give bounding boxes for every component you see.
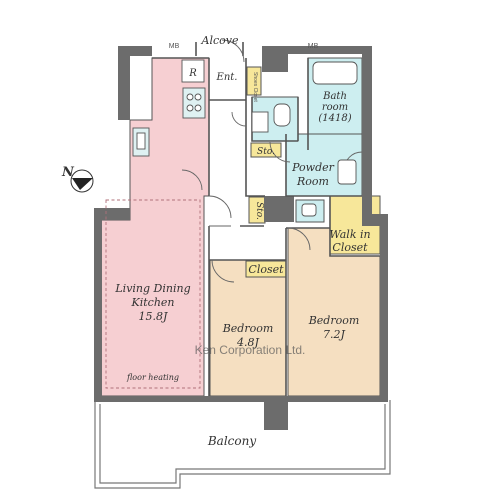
- bedroom-small-area-label: 4.8J: [236, 336, 259, 349]
- entrance-label: Ent.: [216, 72, 238, 83]
- walk-in-closet-label-line2: Closet: [332, 241, 368, 254]
- bedroom-large-label: Bedroom: [308, 314, 360, 327]
- bathroom-fixtures: [251, 61, 358, 217]
- bedroom-large-area-label: 7.2J: [323, 328, 345, 341]
- bedroom-small: [209, 259, 287, 397]
- storage-lower-label: Sto.: [254, 202, 264, 220]
- closet-label: Closet: [248, 263, 284, 276]
- powder-room-label-line1: Powder: [291, 161, 335, 174]
- north-label: N: [61, 165, 75, 180]
- north-arrow-icon: N: [61, 165, 94, 193]
- walk-in-closet-label-line1: Walk in: [329, 228, 370, 241]
- kitchen-fixtures: [132, 59, 206, 157]
- bathroom-label-line3: (1418): [318, 113, 351, 124]
- ldk-label-line2: Kitchen: [131, 296, 175, 309]
- alcove-label: Alcove: [201, 34, 239, 47]
- shoes-closet: [246, 66, 262, 96]
- storage-upper-label: Sto.: [257, 147, 275, 157]
- balcony: [94, 400, 391, 489]
- bedroom-small-label: Bedroom: [222, 322, 274, 335]
- powder-room-label-line2: Room: [296, 175, 329, 188]
- bathroom-label-line2: room: [322, 102, 348, 113]
- ldk-label-line1: Living Dining: [114, 282, 190, 295]
- partitions: [152, 42, 380, 396]
- bathroom-label-line1: Bath: [322, 91, 347, 102]
- floor-heating-label: floor heating: [126, 373, 179, 382]
- watermark: Ken Corporation Ltd.: [195, 343, 306, 357]
- refrigerator-label: R: [188, 68, 197, 79]
- balcony-label: Balcony: [207, 434, 256, 448]
- meter-box-right-label: MB: [308, 43, 319, 50]
- ldk-area-label: 15.8J: [139, 310, 168, 323]
- refrigerator-icon: R: [188, 68, 197, 79]
- floor-heating-zone: [105, 199, 201, 389]
- meter-box-left-label: MB: [169, 43, 180, 50]
- walls: [94, 46, 388, 430]
- shoes-closet-label: Shoes Closet: [252, 72, 258, 102]
